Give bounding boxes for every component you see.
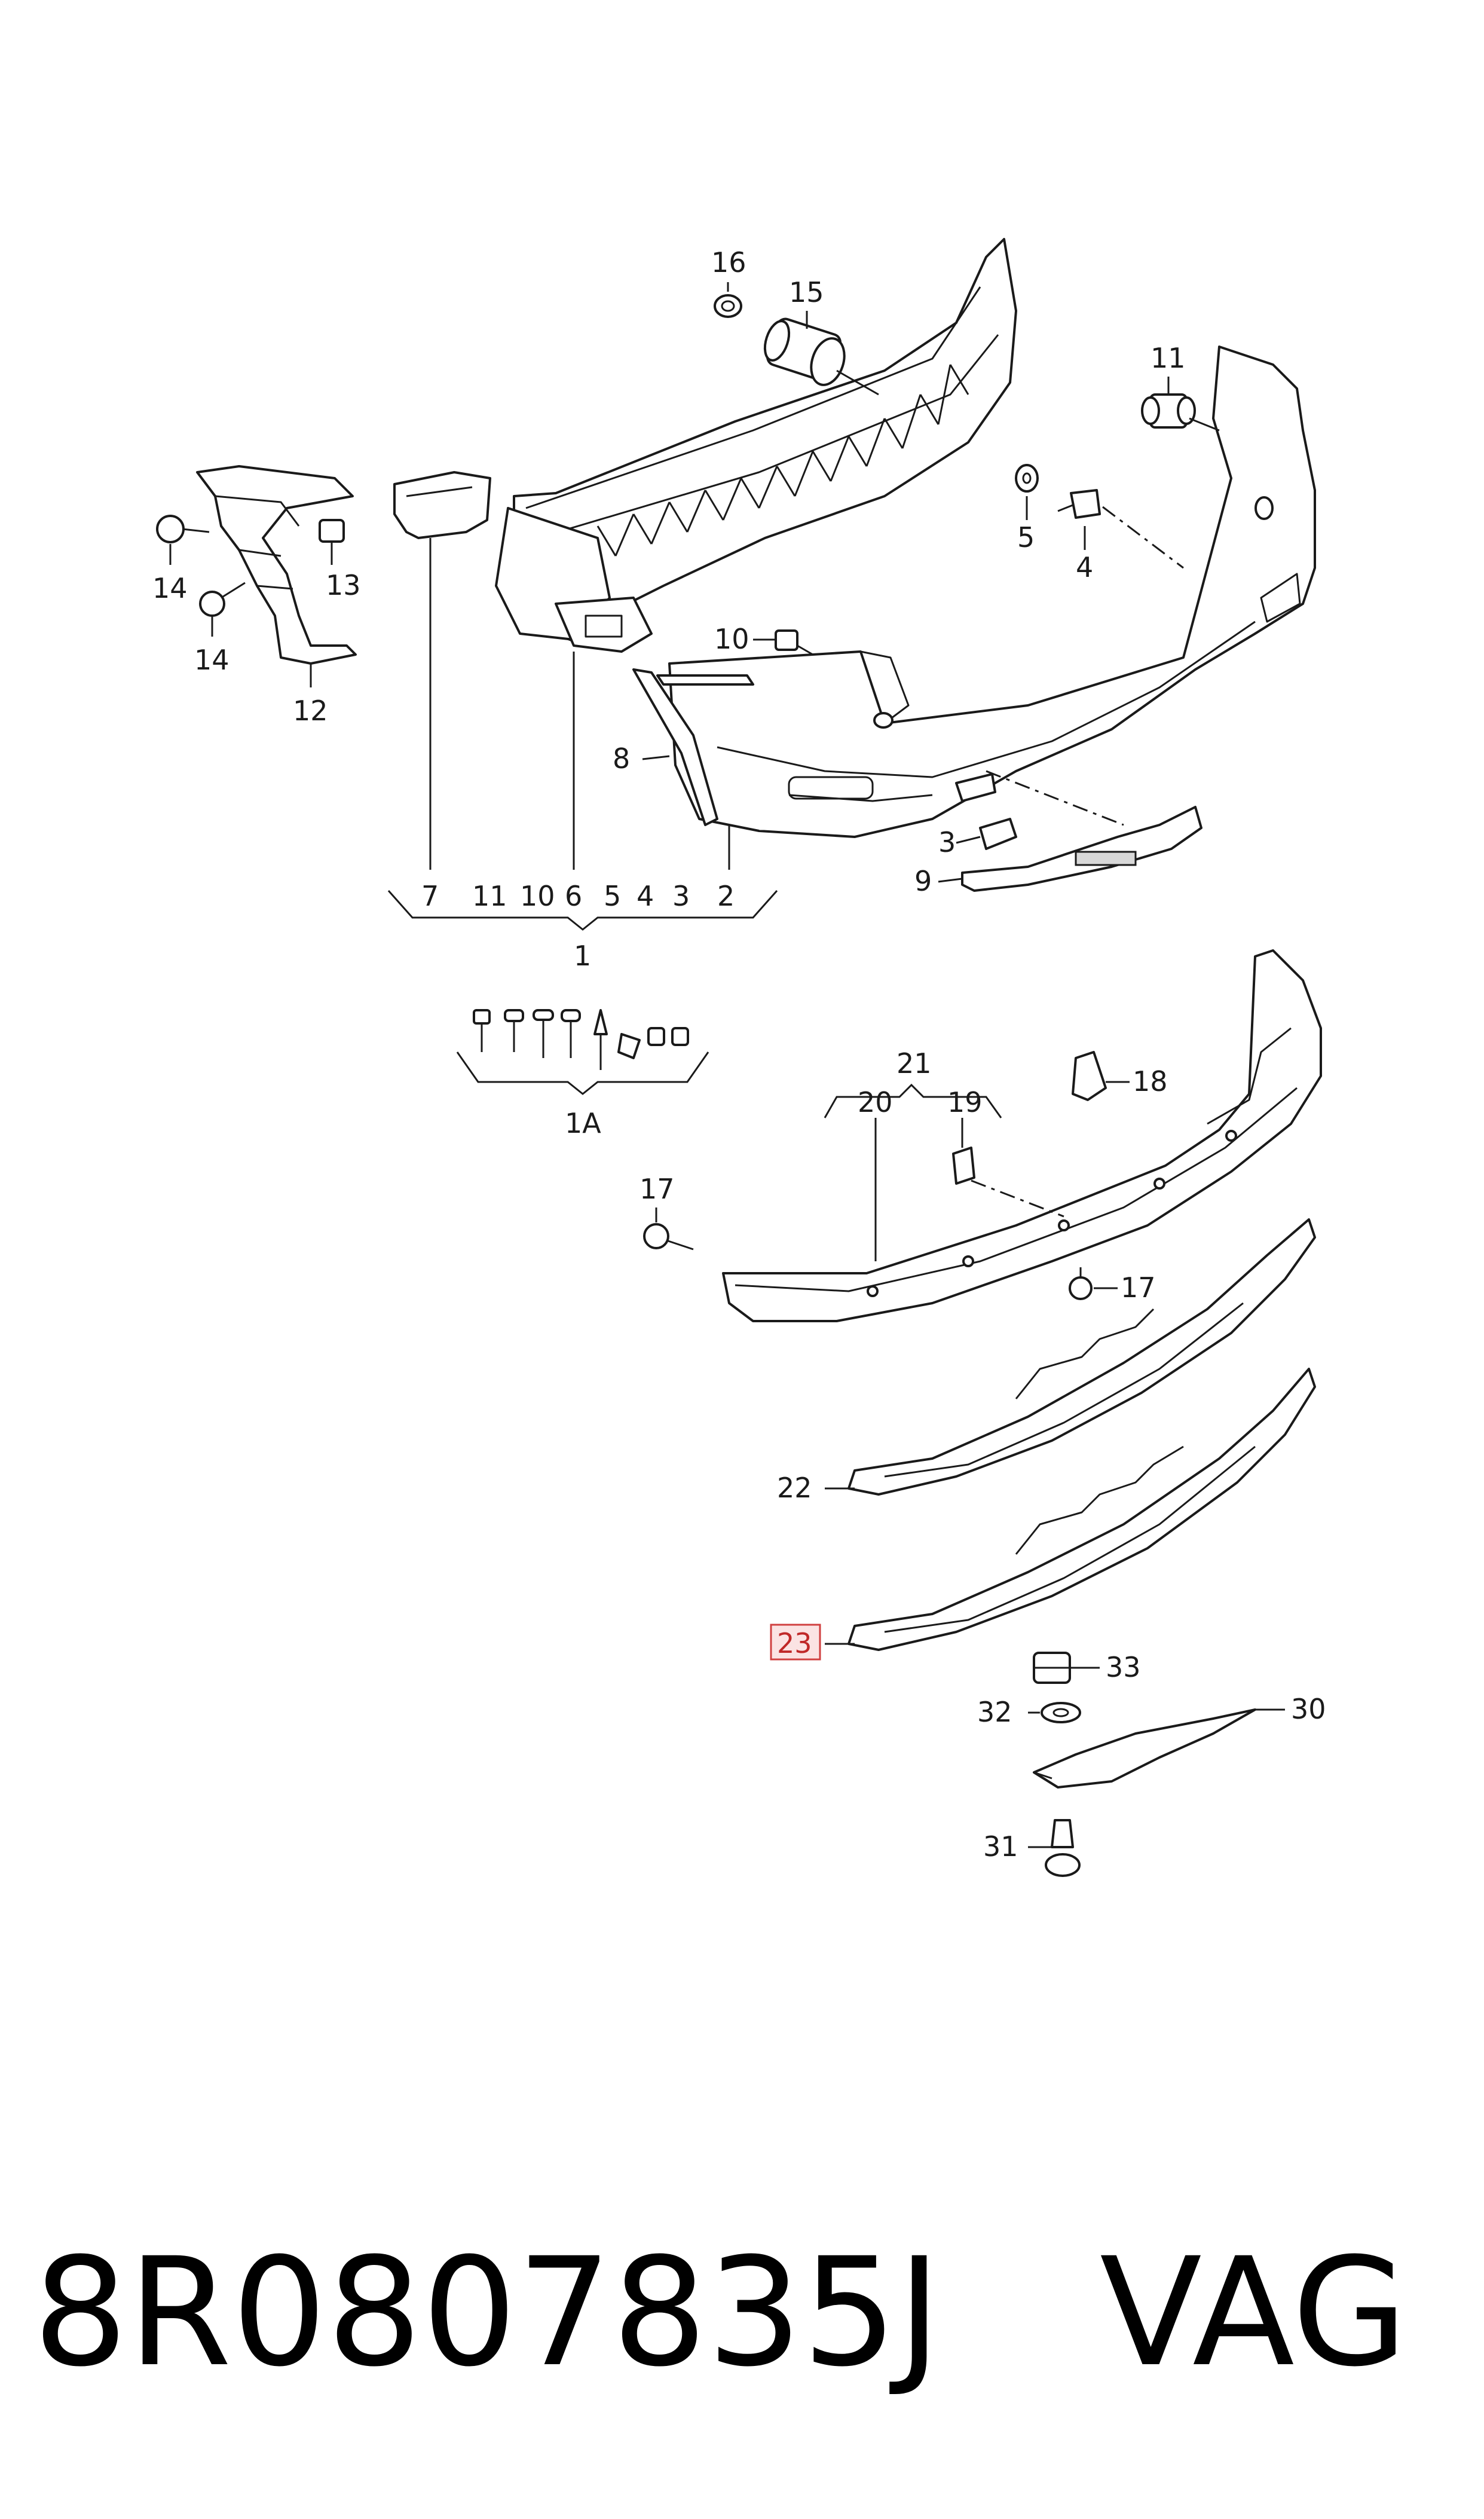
callout-11: 11 (1151, 342, 1186, 374)
callout-8: 8 (613, 742, 630, 775)
group-1-item-6: 6 (565, 880, 582, 912)
leader-lines (169, 282, 1285, 1848)
callout-14-lower: 14 (194, 644, 230, 676)
clip-18 (1072, 1051, 1107, 1101)
highlight-23-box (770, 1624, 821, 1661)
screw-lower (199, 582, 246, 617)
brand-name: VAG (1100, 2225, 1407, 2399)
clip-13 (319, 519, 345, 543)
callout-23-highlighted: 23 (777, 1627, 812, 1659)
callout-20: 20 (858, 1086, 893, 1118)
group-1A-label: 1A (565, 1107, 601, 1139)
rivet-31 (1045, 1819, 1081, 1877)
callout-21: 21 (896, 1047, 932, 1080)
callout-3: 3 (938, 826, 956, 858)
callout-16: 16 (711, 246, 746, 279)
guide-bracket (393, 471, 491, 539)
group-1-item-5: 5 (604, 880, 621, 912)
callout-19: 19 (947, 1086, 983, 1118)
parking-sensor (763, 317, 846, 386)
callout-22: 22 (777, 1472, 812, 1504)
callout-13: 13 (326, 569, 361, 601)
screw-17-right (1069, 1267, 1093, 1300)
washer (1015, 464, 1039, 493)
group-1-item-3: 3 (672, 880, 690, 912)
callout-9: 9 (914, 865, 932, 897)
callout-30: 30 (1291, 1693, 1326, 1725)
fastener-set-1A (456, 1009, 709, 1095)
callout-17-right: 17 (1121, 1271, 1156, 1304)
underbody-panel (1033, 1708, 1256, 1789)
group-1-item-4: 4 (637, 880, 654, 912)
callout-5: 5 (1017, 521, 1035, 554)
retaining-clip (775, 629, 798, 651)
callout-10: 10 (714, 623, 749, 655)
washer-32 (1041, 1702, 1081, 1723)
callout-4: 4 (1076, 551, 1093, 583)
group-bracket-1 (387, 890, 778, 931)
callout-31: 31 (983, 1830, 1018, 1863)
group-1-item-7: 7 (421, 880, 439, 912)
sensor-holder (1141, 393, 1196, 429)
part-number: 8R0807835J (33, 2225, 941, 2399)
screw-17-left (643, 1223, 694, 1251)
spoiler-22 (847, 1218, 1316, 1496)
side-trim-strip (632, 668, 754, 826)
callout-33: 33 (1106, 1651, 1141, 1683)
callout-15: 15 (789, 276, 824, 308)
reflector-strip (961, 806, 1203, 892)
bumper-cap (979, 818, 1017, 850)
bumper-cover (668, 346, 1316, 838)
callout-12: 12 (293, 695, 328, 727)
group-1-item-2: 2 (717, 880, 735, 912)
screw-upper (156, 515, 210, 543)
left-bracket (196, 465, 357, 665)
clip-nut-33 (1033, 1652, 1071, 1684)
callout-17-left: 17 (640, 1173, 675, 1205)
sensor-ring (714, 294, 742, 318)
bumper-impact-absorber (495, 238, 1017, 653)
group-1-item-11: 11 (472, 880, 507, 912)
spoiler-23 (847, 1368, 1316, 1651)
callout-18: 18 (1133, 1065, 1168, 1098)
clip-nut (1057, 489, 1101, 519)
diffuser-frame (722, 949, 1322, 1322)
group-1-item-10: 10 (520, 880, 555, 912)
group-bracket-21 (824, 1083, 1002, 1118)
clip-19 (952, 1147, 975, 1185)
callout-14-upper: 14 (152, 572, 188, 604)
group-1-label: 1 (574, 940, 591, 972)
callout-32: 32 (977, 1696, 1012, 1728)
callout-labels: 16 15 11 5 4 14 14 13 12 10 8 3 9 7 11 1… (152, 246, 1326, 1863)
